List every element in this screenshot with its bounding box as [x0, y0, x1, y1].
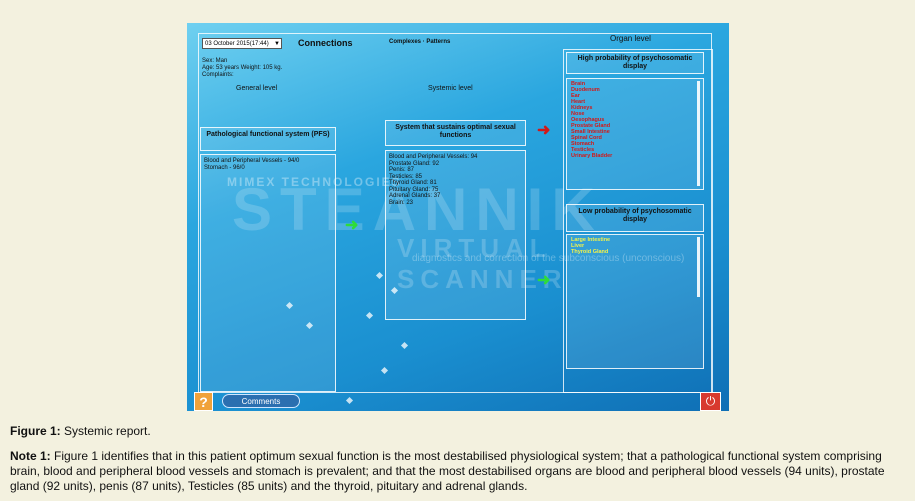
- optimal-item: Brain: 23: [389, 199, 414, 206]
- pfs-title: Pathological functional system (PFS): [206, 131, 330, 138]
- high-prob-item: Kidneys: [571, 105, 593, 111]
- help-button[interactable]: ?: [194, 392, 213, 411]
- tab-connections[interactable]: Connections: [298, 38, 353, 48]
- watermark-brand-big: STEANNIK: [232, 176, 603, 243]
- low-prob-item: Liver: [571, 243, 585, 249]
- date-select-value: 03 October 2015(17:44): [205, 41, 269, 47]
- systemic-level-title: Systemic level: [428, 85, 473, 92]
- optimal-item: Penis: 87: [389, 167, 415, 173]
- watermark-brand-sub: VIRTUAL SCANNER: [397, 233, 568, 294]
- low-prob-scrollbar[interactable]: [697, 237, 700, 297]
- outer-frame: [198, 33, 712, 393]
- patient-complaints: Complaints:: [202, 72, 234, 78]
- pfs-list-box: Blood and Peripheral Vessels - 94/0 Stom…: [200, 154, 336, 392]
- high-prob-item: Prostate Gland: [571, 123, 611, 129]
- high-prob-list-box: Brain Duodenum Ear Heart Kidneys Nose Oe…: [566, 78, 704, 190]
- watermark-tagline: diagnostics and correction of the subcon…: [412, 253, 685, 264]
- high-prob-item: Urinary Bladder: [571, 153, 613, 159]
- high-prob-item: Nose: [571, 111, 585, 117]
- high-prob-title-box: High probability of psychosomatic displa…: [566, 52, 704, 74]
- general-level-title: General level: [236, 85, 278, 92]
- high-prob-scrollbar[interactable]: [697, 81, 700, 186]
- low-prob-title-box: Low probability of psychosomatic display: [566, 204, 704, 232]
- optimal-item: Adrenal Glands: 37: [389, 193, 441, 199]
- optimal-title: System that sustains optimal sexual func…: [395, 124, 516, 139]
- organ-level-title: Organ level: [610, 34, 651, 43]
- high-prob-item: Duodenum: [571, 87, 600, 93]
- high-prob-item: Oesophagus: [571, 117, 605, 123]
- date-select[interactable]: 03 October 2015(17:44) ▼: [202, 38, 282, 49]
- note-label: Note 1:: [10, 449, 51, 463]
- tab-complexes-patterns[interactable]: Complexes · Patterns: [389, 39, 451, 45]
- figure-note: Note 1: Figure 1 identifies that in this…: [10, 449, 905, 494]
- note-text: Figure 1 identifies that in this patient…: [10, 449, 885, 493]
- scanner-screenshot: STEANNIK MIMEX TECHNOLOGIES VIRTUAL SCAN…: [187, 23, 729, 411]
- arrow-right-icon: ➜: [537, 122, 551, 139]
- pfs-title-box: Pathological functional system (PFS): [200, 127, 336, 151]
- high-prob-item: Small Intestine: [571, 129, 610, 135]
- optimal-item: Prostate Gland: 92: [389, 160, 440, 167]
- watermark-brand-small: MIMEX TECHNOLOGIES: [227, 175, 402, 189]
- optimal-item: Pituitary Gland: 75: [389, 186, 439, 193]
- low-prob-list-box: Large Intestine Liver Thyroid Gland: [566, 234, 704, 369]
- optimal-item: Thyroid Gland: 81: [389, 180, 437, 186]
- pfs-item: Stomach - 96/0: [204, 164, 245, 171]
- pfs-item: Blood and Peripheral Vessels - 94/0: [204, 158, 300, 164]
- optimal-item: Testicles: 85: [389, 173, 423, 180]
- optimal-title-box: System that sustains optimal sexual func…: [385, 120, 526, 146]
- high-prob-item: Brain: [571, 81, 586, 87]
- organ-level-frame: [563, 49, 713, 393]
- chevron-down-icon: ▼: [274, 41, 280, 47]
- low-prob-item: Large Intestine: [571, 237, 611, 243]
- low-prob-item: Thyroid Gland: [571, 249, 609, 255]
- patient-sex: Sex: Man: [202, 58, 228, 64]
- power-icon: ⏻: [705, 394, 716, 408]
- figure-caption: Figure 1: Systemic report.: [10, 424, 151, 438]
- low-prob-title: Low probability of psychosomatic display: [578, 208, 692, 223]
- high-prob-item: Testicles: [571, 147, 595, 153]
- decor-diamond: [345, 396, 354, 405]
- high-prob-item: Ear: [571, 93, 580, 99]
- high-prob-item: Spinal Cord: [571, 135, 602, 141]
- caption-text: Systemic report.: [64, 424, 151, 438]
- power-button[interactable]: ⏻: [700, 392, 721, 411]
- patient-age-weight: Age: 53 years Weight: 105 kg.: [202, 65, 283, 71]
- high-prob-item: Stomach: [571, 141, 595, 147]
- optimal-item: Blood and Peripheral Vessels: 94: [389, 154, 478, 160]
- arrow-right-icon: ➜: [345, 217, 359, 234]
- comments-button[interactable]: Comments: [222, 394, 300, 408]
- high-prob-item: Heart: [571, 99, 586, 105]
- arrow-right-icon: ➜: [537, 272, 551, 289]
- optimal-list-box: Blood and Peripheral Vessels: 94 Prostat…: [385, 150, 526, 320]
- high-prob-title: High probability of psychosomatic displa…: [577, 55, 693, 70]
- caption-label: Figure 1:: [10, 424, 61, 438]
